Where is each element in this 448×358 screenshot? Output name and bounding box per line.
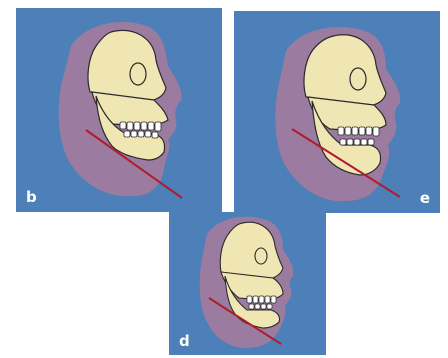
panel-d: d bbox=[169, 212, 326, 355]
panel-label-b: b bbox=[26, 190, 37, 205]
lower-teeth bbox=[124, 131, 158, 138]
panel-e: e bbox=[234, 11, 440, 213]
orbit bbox=[130, 63, 146, 85]
panel-label-e: e bbox=[420, 191, 430, 206]
panel-label-d: d bbox=[179, 334, 190, 349]
orbit bbox=[350, 68, 366, 90]
skull-illustration-b bbox=[16, 8, 222, 212]
orbit bbox=[255, 248, 267, 264]
skull-illustration-e bbox=[234, 11, 440, 213]
lower-teeth bbox=[340, 139, 374, 145]
panel-b: b bbox=[16, 8, 222, 212]
upper-teeth bbox=[247, 296, 276, 303]
skull-illustration-d bbox=[169, 212, 326, 355]
